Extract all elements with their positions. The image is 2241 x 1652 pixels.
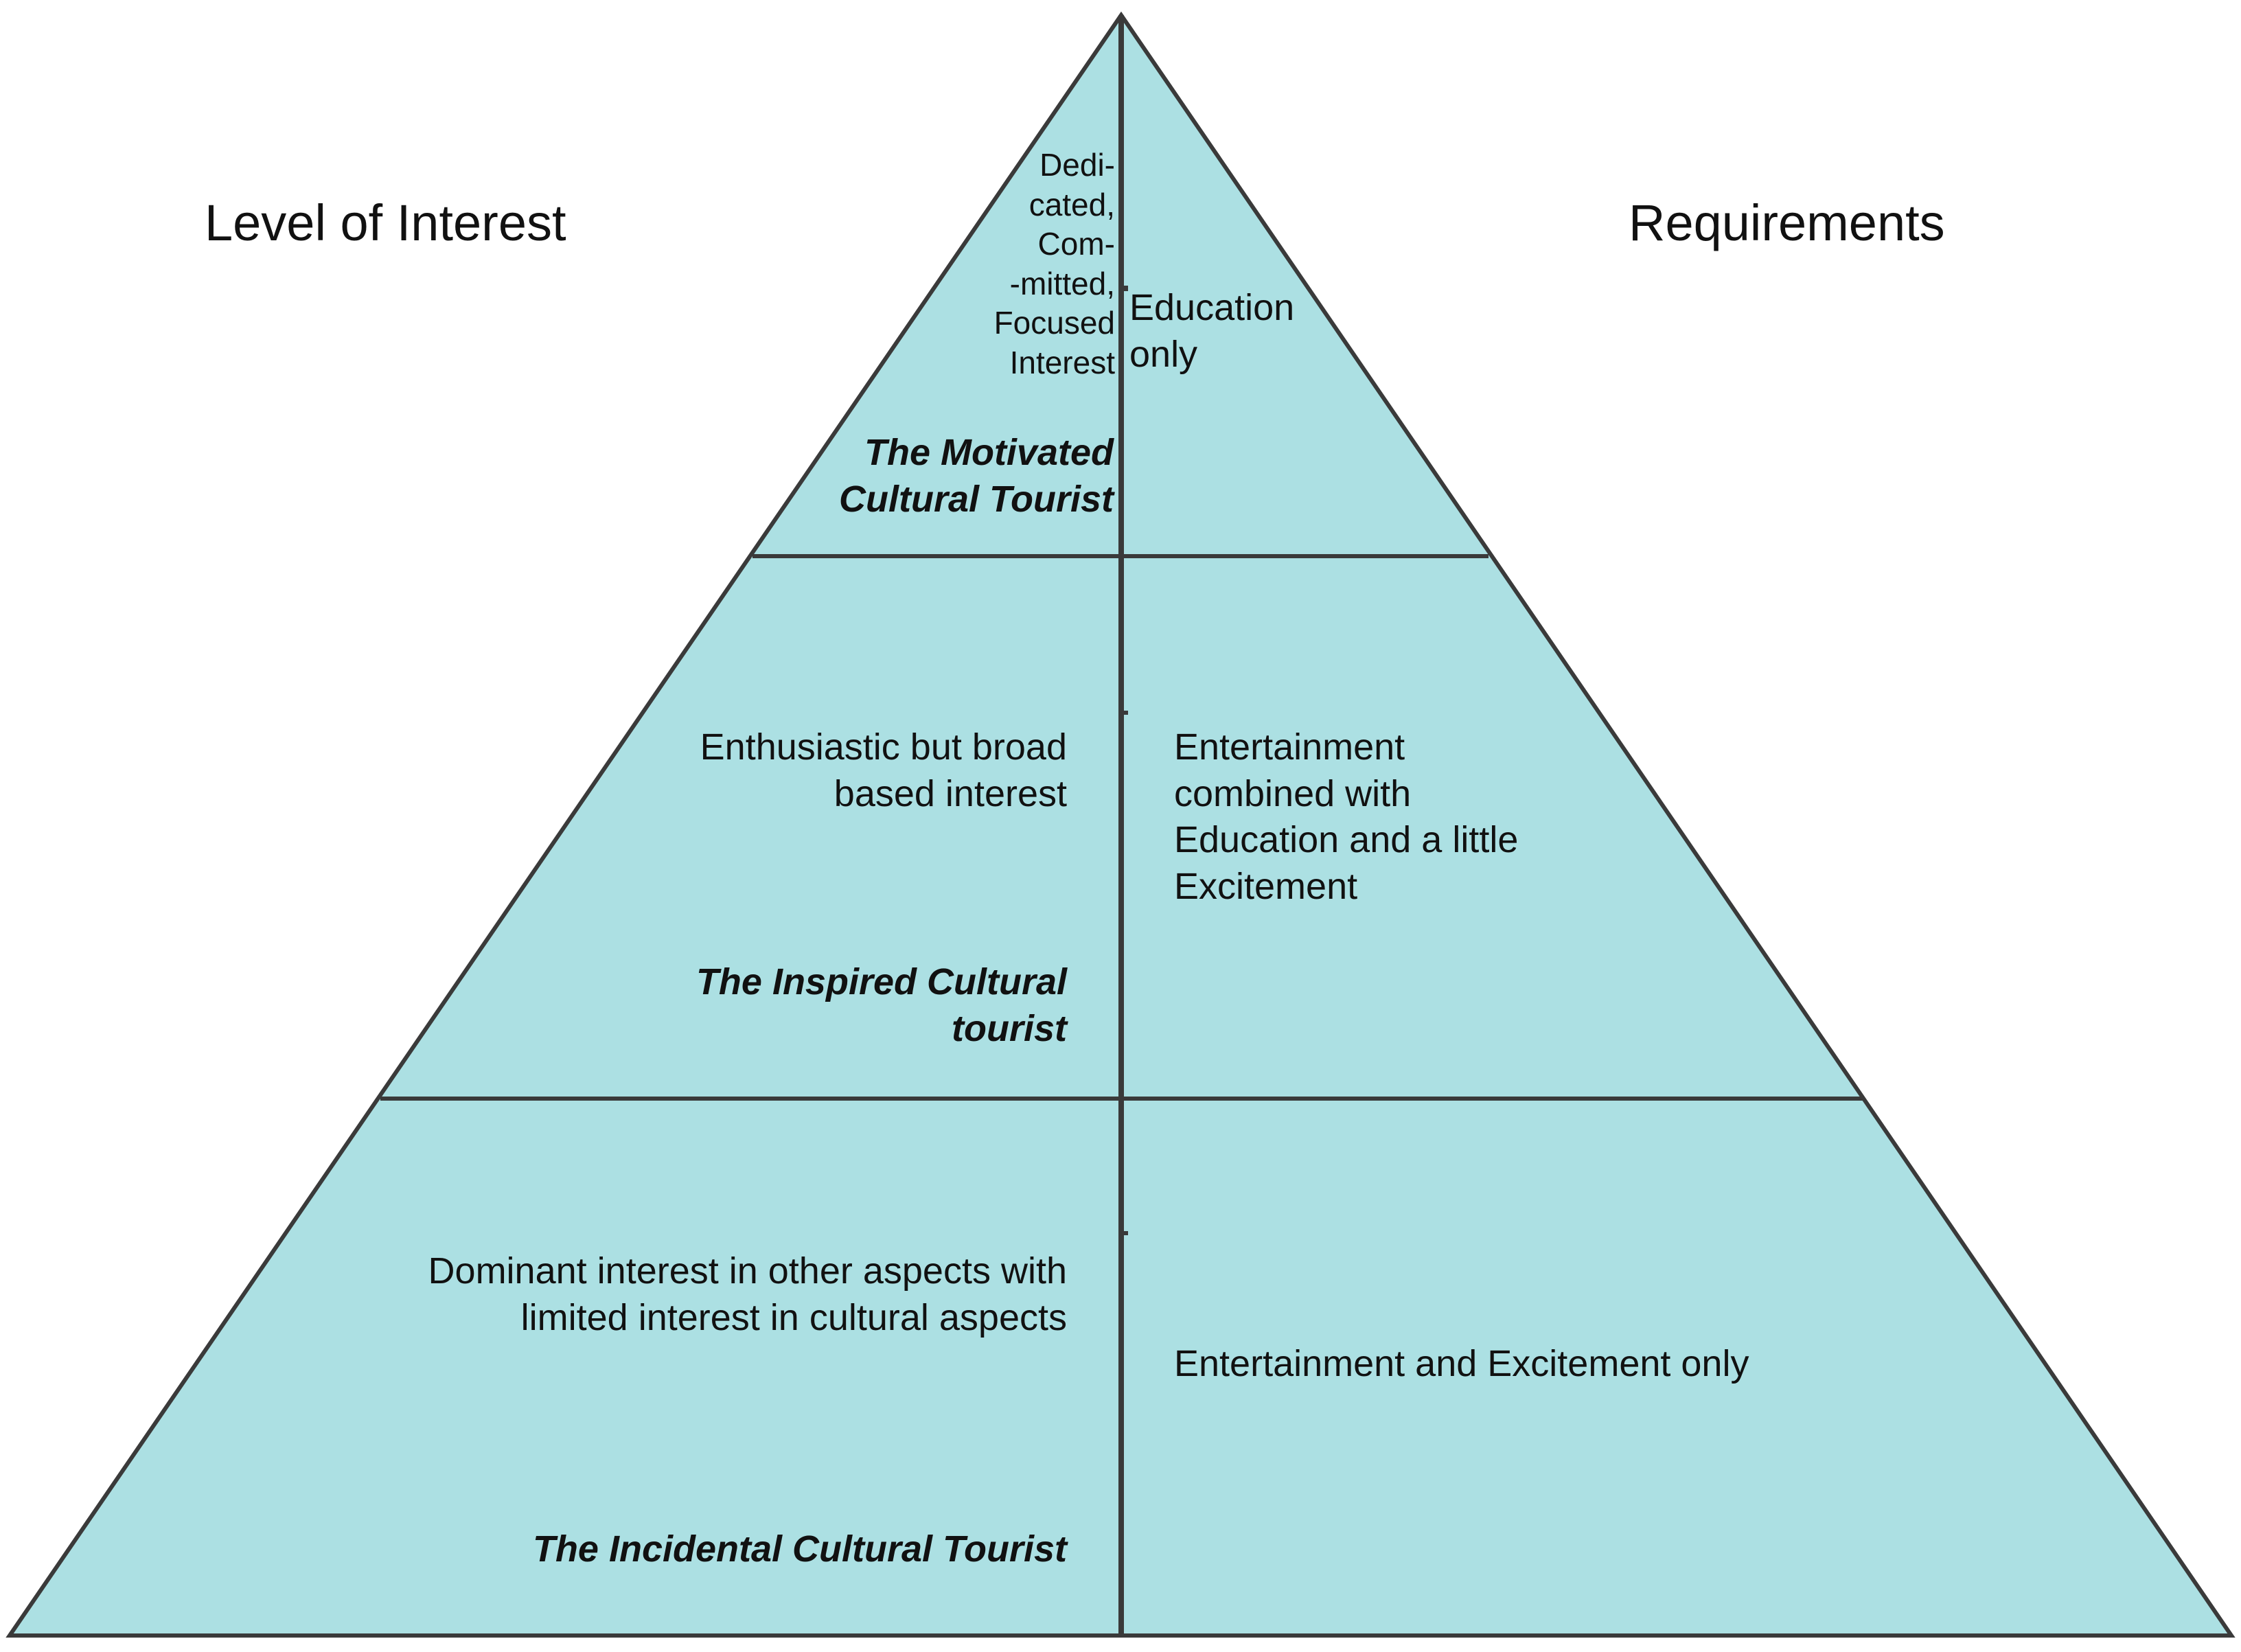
tier-3-interest: Dominant interest in other aspects with … — [428, 1250, 1067, 1338]
tier-1-requirement: Education only — [1129, 287, 1295, 375]
tier-2-interest: Enthusiastic but broad based interest — [700, 726, 1067, 814]
level-of-interest-heading: Level of Interest — [205, 194, 566, 251]
tier-2-tourist-type: The Inspired Cultural tourist — [696, 961, 1067, 1049]
tier-1-interest: Dedi- cated, Com- -mitted, Focused Inter… — [993, 147, 1115, 380]
requirements-heading: Requirements — [1629, 194, 1945, 251]
tier-3-tourist-type: The Incidental Cultural Tourist — [532, 1528, 1067, 1570]
tier-2-requirement: Entertainment combined with Education an… — [1174, 726, 1519, 907]
tier-3-requirement: Entertainment and Excitement only — [1174, 1343, 1749, 1384]
tier-1-tourist-type: The Motivated Cultural Tourist — [839, 432, 1114, 520]
